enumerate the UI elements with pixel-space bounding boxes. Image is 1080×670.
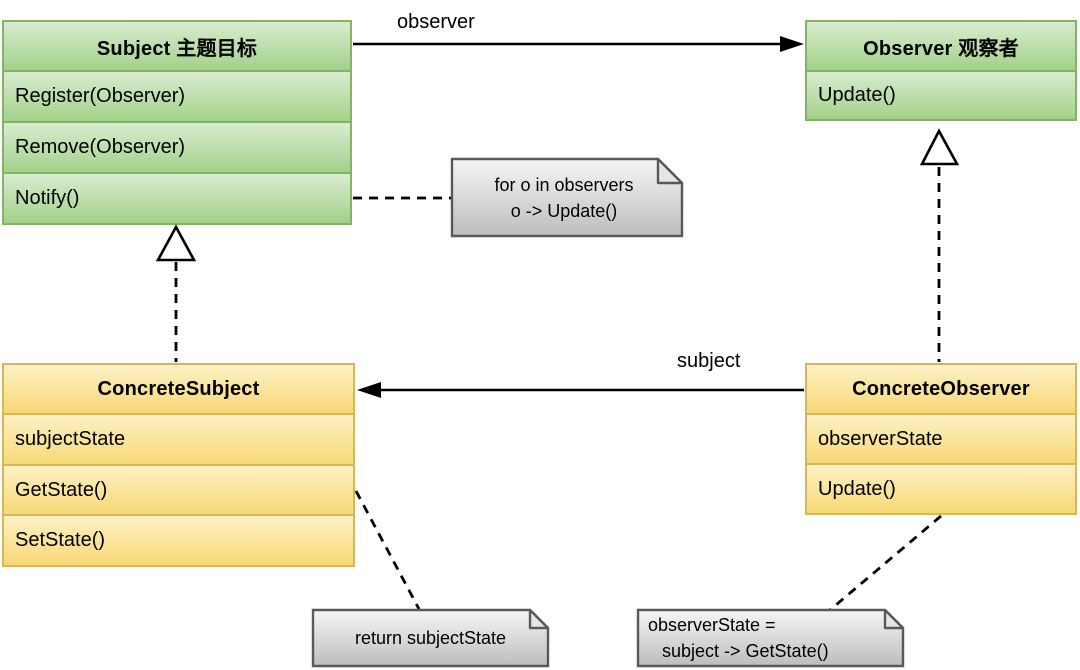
inheritance-triangle-observer-icon (919, 128, 960, 166)
note-connector-get-state (354, 490, 421, 610)
class-box-observer: Observer 观察者 Update() (805, 20, 1077, 121)
note-notify-loop: for o in observers o -> Update() (452, 159, 682, 236)
class-title-subject: Subject 主题目标 (4, 22, 350, 70)
class-member-set-state: SetState() (4, 514, 353, 566)
class-title-concrete-observer: ConcreteObserver (807, 365, 1075, 413)
note-line: return subjectState (354, 628, 507, 648)
class-member-notify: Notify() (4, 172, 350, 223)
note-line: o -> Update() (510, 200, 618, 221)
class-member-remove: Remove(Observer) (4, 121, 350, 172)
note-line: subject -> GetState() (662, 641, 829, 661)
edge-label-subject: subject (677, 350, 741, 372)
note-line: observerState = (648, 615, 776, 635)
class-member-get-state: GetState() (4, 463, 353, 515)
class-member-concrete-update: Update() (807, 463, 1075, 513)
note-connector-update (829, 514, 942, 612)
class-member-observer-state: observerState (807, 413, 1075, 463)
edge-label-observer: observer (397, 11, 475, 33)
note-observer-state-update: observerState = subject -> GetState() (638, 610, 903, 666)
note-line: for o in observers (494, 174, 634, 195)
observer-association-arrowhead-icon (780, 36, 804, 52)
class-box-concrete-subject: ConcreteSubject subjectState GetState() … (2, 363, 355, 567)
class-member-register: Register(Observer) (4, 70, 350, 121)
class-title-concrete-subject: ConcreteSubject (4, 365, 353, 413)
class-box-concrete-observer: ConcreteObserver observerState Update() (805, 363, 1077, 515)
class-member-update: Update() (807, 70, 1075, 119)
class-box-subject: Subject 主题目标 Register(Observer) Remove(O… (2, 20, 352, 225)
note-return-subject-state: return subjectState (313, 610, 548, 666)
class-member-subject-state: subjectState (4, 413, 353, 464)
class-title-observer: Observer 观察者 (807, 22, 1075, 70)
subject-association-arrowhead-icon (357, 382, 381, 398)
inheritance-triangle-subject-icon (155, 224, 197, 262)
